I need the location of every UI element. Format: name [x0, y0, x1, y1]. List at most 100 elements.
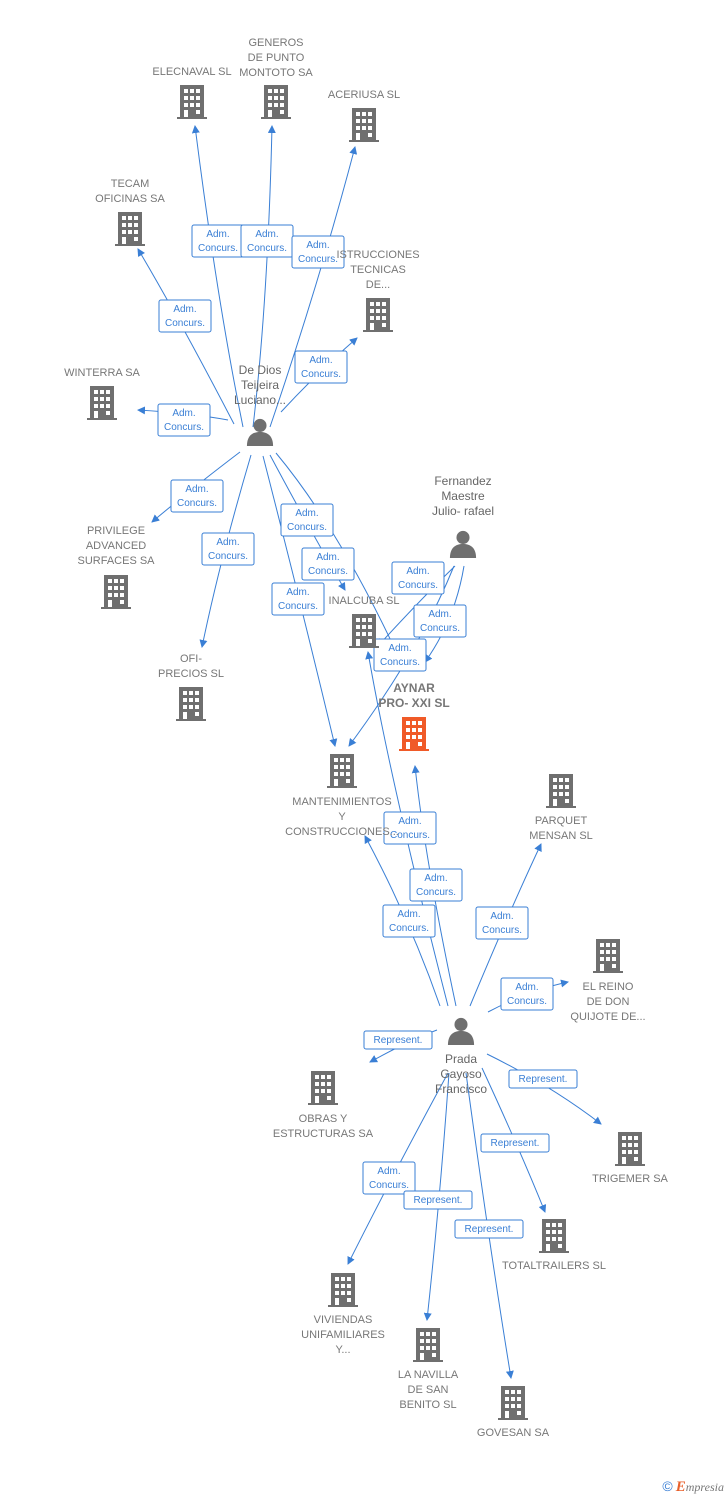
brand-footer: © Empresia	[662, 1478, 724, 1496]
node-dedios[interactable]: De DiosTeijeiraLuciano...	[234, 363, 286, 446]
relation-label-text: Concurs.	[177, 498, 217, 509]
relation-label-prada-to-inalcuba[interactable]: Adm. Concurs.	[383, 811, 437, 845]
relation-label-prada-to-parquet[interactable]: Adm.Concurs.	[475, 906, 529, 940]
node-elecnaval[interactable]: ELECNAVAL SL	[152, 66, 232, 119]
node-mantenimientos[interactable]: MANTENIMIENTOSYCONSTRUCCIONES...	[285, 754, 399, 838]
relation-label-dedios-to-mantenimientos[interactable]: Adm.Concurs.	[271, 582, 325, 616]
focus-building-icon	[399, 717, 429, 751]
node-winterra[interactable]: WINTERRA SA	[64, 367, 141, 420]
relation-label-text: Adm.	[173, 304, 196, 315]
relation-label-prada-to-obras[interactable]: Represent.	[363, 1030, 433, 1050]
edge-dedios-to-elecnaval	[191, 125, 244, 428]
node-construcciones_tecnicas[interactable]: ISTRUCCIONESTECNICASDE...	[336, 249, 420, 332]
relation-label-prada-to-trigemer[interactable]: Represent.	[508, 1069, 578, 1089]
relation-label-fernandez-to-inalcuba[interactable]: Adm. Concurs.	[391, 561, 445, 595]
relation-label-dedios-to-aceriusa[interactable]: Adm. Concurs.	[291, 235, 345, 269]
person-icon	[449, 530, 477, 558]
node-label-construcciones_tecnicas: TECNICAS	[350, 264, 406, 276]
node-label-privilege: PRIVILEGE	[87, 525, 145, 537]
relation-label-dedios-to-privilege[interactable]: Adm.Concurs.	[170, 479, 224, 513]
relation-label-box	[391, 561, 445, 595]
relation-label-text: Concurs.	[164, 422, 204, 433]
relation-label-box	[271, 582, 325, 616]
relation-label-box	[170, 479, 224, 513]
node-viviendas[interactable]: VIVIENDASUNIFAMILIARESY...	[301, 1273, 385, 1356]
relation-label-box	[294, 350, 348, 384]
relation-label-box	[383, 811, 437, 845]
relation-label-text: Adm.	[490, 911, 513, 922]
relation-label-box	[454, 1219, 524, 1239]
relation-label-dedios-to-elecnaval[interactable]: Adm.Concurs.	[191, 224, 245, 258]
node-aceriusa[interactable]: ACERIUSA SL	[328, 89, 400, 142]
node-inalcuba[interactable]: INALCUBA SL	[329, 595, 400, 648]
relation-label-text: Concurs.	[369, 1180, 409, 1191]
building-icon	[413, 1328, 443, 1362]
node-trigemer[interactable]: TRIGEMER SA	[592, 1132, 669, 1185]
relation-label-box	[280, 503, 334, 537]
relation-label-dedios-to-aynar[interactable]: Adm.Concurs.	[301, 547, 355, 581]
relation-label-dedios-to-winterra[interactable]: Adm.Concurs.	[157, 403, 211, 437]
relation-label-box	[157, 403, 211, 437]
relation-label-dedios-to-ofiprecios[interactable]: Adm.Concurs.	[201, 532, 255, 566]
node-label-lanavilla: LA NAVILLA	[398, 1369, 459, 1381]
relation-label-dedios-to-generos[interactable]: Adm.Concurs.	[240, 224, 294, 258]
relation-label-prada-to-aynar[interactable]: Adm.Concurs.	[409, 868, 463, 902]
node-label-ofiprecios: PRECIOS SL	[158, 668, 224, 680]
node-label-viviendas: UNIFAMILIARES	[301, 1329, 385, 1341]
node-label-construcciones_tecnicas: DE...	[366, 279, 390, 291]
relation-label-box	[500, 977, 554, 1011]
relation-label-text: Adm.	[515, 982, 538, 993]
building-icon	[498, 1386, 528, 1420]
relation-label-text: Concurs.	[278, 601, 318, 612]
relation-label-text: Represent.	[374, 1035, 423, 1046]
edge-dedios-to-aynar	[275, 452, 401, 661]
relation-label-fernandez-to-mantenimientos[interactable]: Adm.Concurs.	[373, 638, 427, 672]
node-label-dedios: De Dios	[239, 363, 282, 377]
relation-label-text: Concurs.	[390, 830, 430, 841]
person-icon	[246, 418, 274, 446]
relation-label-box	[475, 906, 529, 940]
relation-label-text: Concurs.	[298, 254, 338, 265]
building-icon	[546, 774, 576, 808]
relation-label-dedios-to-construcciones_tecnicas[interactable]: Adm.Concurs.	[294, 350, 348, 384]
relation-label-text: Adm.	[398, 816, 421, 827]
relation-label-text: Represent.	[491, 1138, 540, 1149]
node-label-elecnaval: ELECNAVAL SL	[152, 66, 231, 78]
relation-label-text: Concurs.	[247, 243, 287, 254]
relation-label-prada-to-lanavilla[interactable]: Represent.	[403, 1190, 473, 1210]
relation-label-prada-to-govesan[interactable]: Represent.	[454, 1219, 524, 1239]
relation-label-dedios-to-tecam[interactable]: Adm.Concurs.	[158, 299, 212, 333]
node-govesan[interactable]: GOVESAN SA	[477, 1386, 550, 1439]
relation-label-dedios-to-inalcuba[interactable]: Adm.Concurs.	[280, 503, 334, 537]
node-label-generos: GENEROS	[248, 37, 303, 49]
node-label-obras: ESTRUCTURAS SA	[273, 1128, 374, 1140]
brand-logo-text: mpresia	[685, 1480, 724, 1494]
relation-label-text: Adm.	[406, 566, 429, 577]
node-ofiprecios[interactable]: OFI-PRECIOS SL	[158, 653, 224, 721]
relation-label-text: Concurs.	[398, 580, 438, 591]
relation-label-prada-to-elreino[interactable]: Adm.Concurs.	[500, 977, 554, 1011]
brand-logo-e: E	[675, 1479, 686, 1495]
relation-label-fernandez-to-aynar[interactable]: Adm.Concurs.	[413, 604, 467, 638]
relation-label-box	[373, 638, 427, 672]
node-label-privilege: SURFACES SA	[77, 555, 155, 567]
relation-label-text: Represent.	[465, 1224, 514, 1235]
relation-label-text: Adm.	[216, 537, 239, 548]
edge-dedios-to-aceriusa	[269, 146, 358, 428]
relation-label-prada-to-totaltrailers[interactable]: Represent.	[480, 1133, 550, 1153]
relation-label-text: Adm.	[306, 240, 329, 251]
relation-label-prada-to-viviendas[interactable]: Adm.Concurs.	[362, 1161, 416, 1195]
relation-label-prada-to-mantenimientos[interactable]: Adm.Concurs.	[382, 904, 436, 938]
node-totaltrailers[interactable]: TOTALTRAILERS SL	[502, 1219, 606, 1272]
